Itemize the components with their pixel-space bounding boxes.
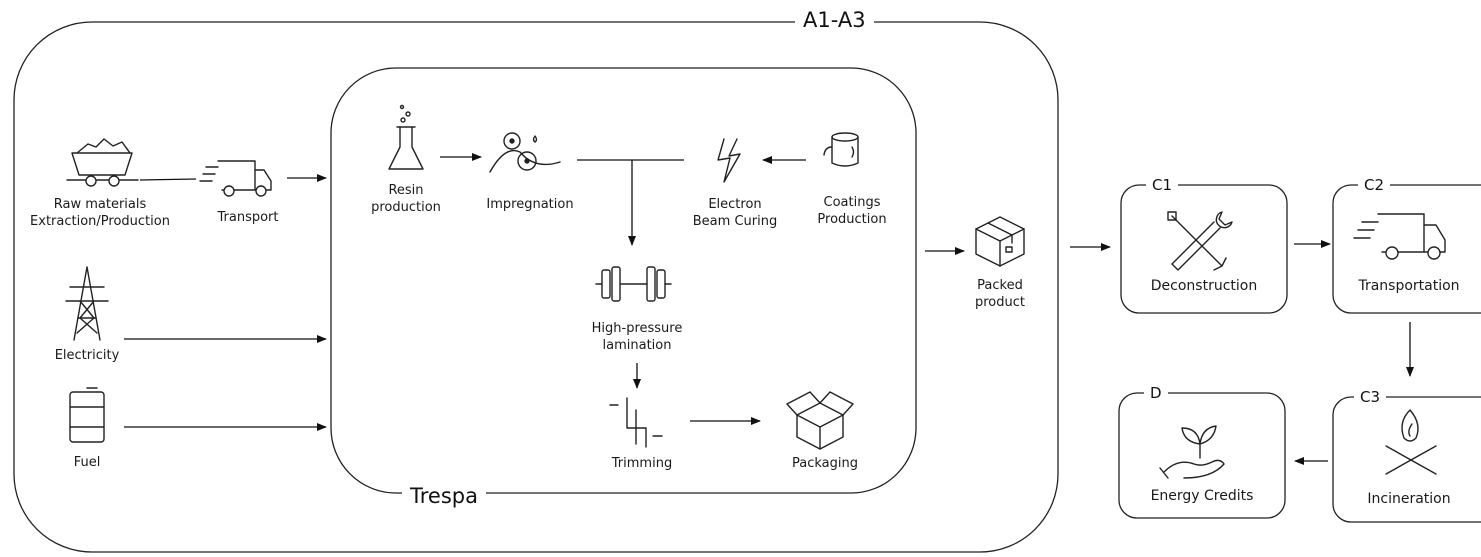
transportation-label: Transportation (1358, 278, 1460, 294)
paint-bucket-icon (823, 132, 859, 167)
packaging-label: Packaging (792, 456, 858, 471)
d-code: D (1144, 384, 1168, 402)
coatings-production-label: Coatings Production (817, 195, 887, 227)
fuel-label: Fuel (73, 455, 101, 470)
truck-icon (199, 160, 272, 197)
c2-code: C2 (1358, 176, 1391, 194)
press-icon (595, 266, 672, 302)
trimming-icon (609, 397, 663, 448)
c3-code: C3 (1354, 388, 1387, 406)
transport-label: Transport (217, 210, 279, 225)
plant-hand-icon (1159, 425, 1225, 479)
resin-production-label: Resin production (371, 183, 441, 215)
fire-icon (1385, 409, 1437, 475)
electron-beam-curing-label: Electron Beam Curing (692, 197, 778, 229)
packed-product-label: Packed product (974, 278, 1025, 310)
fuel-barrel-icon (69, 387, 105, 443)
connector-raw-transport (139, 178, 197, 181)
open-box-icon (786, 391, 854, 450)
energy-credits-label: Energy Credits (1150, 488, 1254, 504)
hpl-label: High-pressure lamination (591, 321, 683, 353)
lightning-icon (717, 138, 741, 183)
c3-box (1332, 396, 1481, 523)
electricity-label: Electricity (54, 348, 120, 363)
trespa-title: Trespa (402, 484, 486, 508)
deconstruction-label: Deconstruction (1150, 278, 1258, 294)
a1-a3-boundary (13, 21, 1059, 553)
a1-a3-title: A1-A3 (795, 8, 874, 32)
c2-box (1332, 184, 1481, 314)
incineration-label: Incineration (1367, 491, 1451, 507)
raw-materials-label: Raw materials Extraction/Production (30, 197, 170, 229)
power-pylon-icon (65, 266, 109, 341)
d-box (1118, 392, 1286, 519)
impregnation-roller-icon (489, 132, 561, 173)
trimming-label: Trimming (611, 456, 673, 471)
c1-box (1120, 184, 1288, 314)
flask-icon (388, 104, 424, 170)
truck-icon-c2 (1353, 213, 1446, 260)
tools-icon (1167, 211, 1233, 271)
closed-box-icon (975, 216, 1025, 267)
c1-code: C1 (1146, 176, 1179, 194)
impregnation-label: Impregnation (486, 197, 574, 212)
trespa-boundary (330, 67, 917, 494)
mine-cart-icon (66, 138, 139, 187)
